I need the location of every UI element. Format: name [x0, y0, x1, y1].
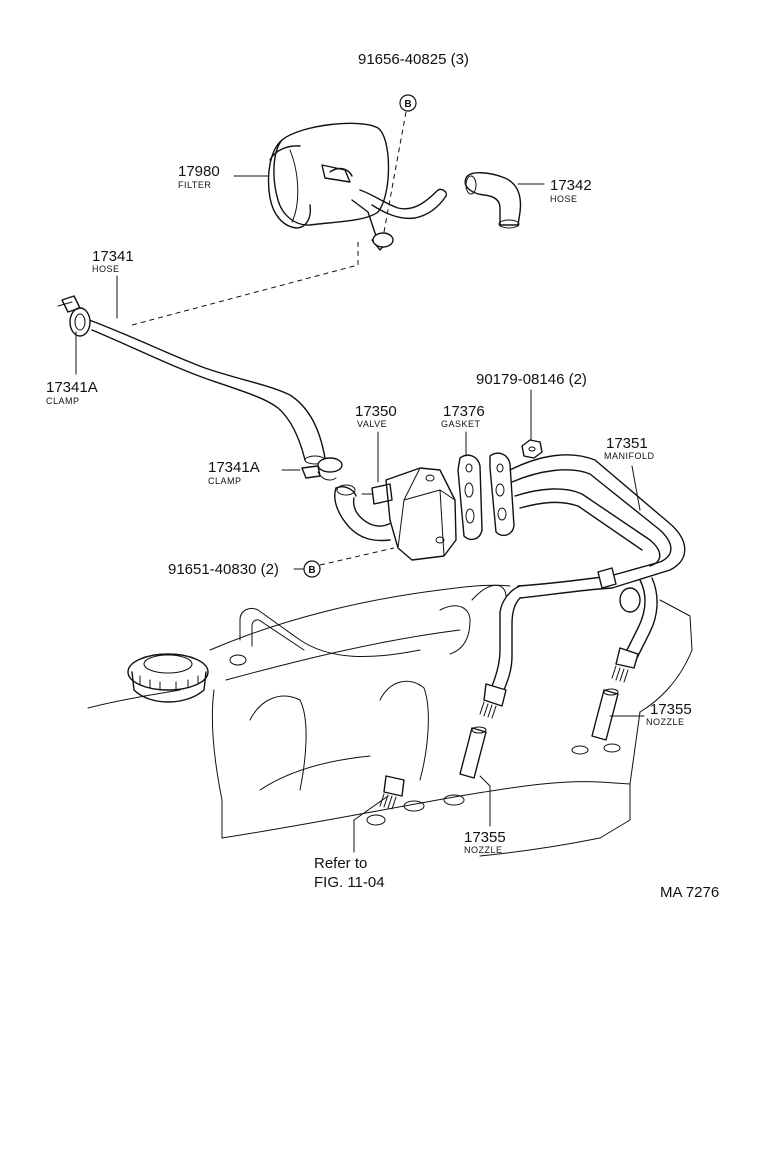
nozzle-center-number: 17355 — [464, 829, 506, 846]
bolt-valve-number: 91651-40830 (2) — [168, 561, 279, 578]
nut-number: 90179-08146 (2) — [476, 371, 587, 388]
manifold-drawing — [479, 454, 686, 719]
reference-line2: FIG. 11-04 — [314, 874, 385, 891]
valve-name: VALVE — [357, 419, 387, 429]
filter-number: 17980 — [178, 163, 220, 180]
manifold-number: 17351 — [606, 435, 648, 452]
leader-lines — [75, 111, 645, 853]
hose-long-drawing — [83, 240, 359, 465]
diagram-code: MA 7276 — [660, 884, 719, 901]
valve-number: 17350 — [355, 403, 397, 420]
valve-drawing — [334, 467, 457, 561]
bolt-top-number: 91656-40825 (3) — [358, 51, 469, 68]
clamp-mid-drawing — [301, 457, 343, 481]
engine-head-drawing — [87, 584, 693, 857]
hose-long-name: HOSE — [92, 264, 120, 274]
hose-short-number: 17342 — [550, 177, 592, 194]
hose-short-drawing — [464, 172, 522, 229]
clamp-left-name: CLAMP — [46, 396, 80, 406]
gasket-name: GASKET — [441, 419, 481, 429]
filter-name: FILTER — [178, 180, 211, 190]
filter-drawing — [267, 122, 448, 251]
nozzle-right-name: NOZZLE — [646, 717, 685, 727]
nozzle-center-name: NOZZLE — [464, 845, 503, 855]
hose-short-name: HOSE — [550, 194, 578, 204]
bolt-b-marker-top-text: B — [404, 99, 411, 110]
bolt-b-marker-valve-text: B — [308, 565, 315, 576]
bolt-b-marker-valve: B — [303, 560, 321, 578]
manifold-name: MANIFOLD — [604, 451, 655, 461]
nozzle-right-number: 17355 — [650, 701, 692, 718]
nozzle-right-drawing — [591, 688, 619, 741]
bolt-b-marker-top: B — [399, 94, 417, 112]
hose-long-number: 17341 — [92, 248, 134, 265]
clamp-mid-name: CLAMP — [208, 476, 242, 486]
clamp-left-drawing — [57, 295, 91, 337]
reference-line1: Refer to — [314, 855, 367, 872]
gasket-number: 17376 — [443, 403, 485, 420]
clamp-left-number: 17341A — [46, 379, 98, 396]
clamp-mid-number: 17341A — [208, 459, 260, 476]
gasket-drawing — [457, 452, 515, 541]
nozzle-center-drawing — [459, 726, 487, 779]
nut-drawing — [521, 439, 543, 459]
